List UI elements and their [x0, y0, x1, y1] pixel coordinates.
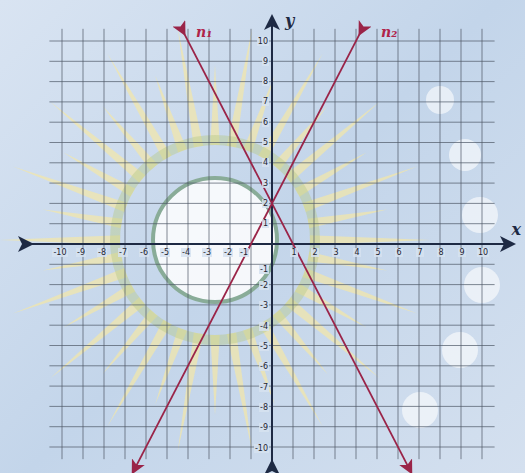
sun-ray: [258, 320, 322, 426]
sun-ray: [227, 28, 253, 147]
sun-ray: [308, 210, 388, 229]
sun-ray: [13, 268, 127, 314]
tick-label: 2: [262, 199, 269, 208]
tick-label: -3: [202, 248, 212, 257]
tick-label: -4: [181, 248, 191, 257]
tick-label: 2: [311, 248, 318, 257]
tick-label: 3: [262, 179, 269, 188]
tick-label: 6: [395, 248, 402, 257]
sun-ray: [210, 335, 219, 415]
tick-label: -7: [118, 248, 128, 257]
tick-label: 10: [257, 37, 269, 46]
sun-ray: [303, 268, 417, 314]
tick-label: -9: [76, 248, 86, 257]
axes: [30, 18, 512, 463]
tick-label: -3: [259, 301, 269, 310]
tick-label: -8: [97, 248, 107, 257]
sun-ray: [108, 320, 172, 426]
tick-label: 8: [437, 248, 444, 257]
tick-label: 9: [262, 57, 269, 66]
tick-label: -6: [139, 248, 149, 257]
tick-label: 1: [262, 219, 269, 228]
y-axis: [271, 18, 273, 463]
watermark-flowers: [402, 86, 500, 428]
tick-label: -10: [52, 248, 67, 257]
sun-ray: [108, 54, 172, 160]
tick-label: -8: [259, 403, 269, 412]
line-n1: [184, 33, 411, 471]
tick-label: 5: [262, 138, 269, 147]
sun-ray: [43, 210, 123, 229]
line-n2: [133, 33, 360, 471]
axis-name: y: [284, 12, 295, 29]
tick-label: 4: [353, 248, 360, 257]
tick-label: 7: [262, 97, 269, 106]
line-name: n₁: [195, 24, 213, 40]
tick-label: 3: [332, 248, 339, 257]
tick-label: -2: [223, 248, 233, 257]
sun-ray: [178, 333, 204, 452]
tick-label: -4: [259, 322, 269, 331]
tick-label: -10: [254, 444, 269, 453]
tick-label: -7: [259, 383, 269, 392]
sun-ray: [258, 54, 322, 160]
axis-name: x: [510, 221, 522, 238]
tick-label: 7: [416, 248, 423, 257]
tick-label: 1: [290, 248, 297, 257]
tick-label: 9: [458, 248, 465, 257]
tick-label: -6: [259, 362, 269, 371]
sun-ray: [13, 166, 127, 212]
tick-label: -1: [239, 248, 249, 257]
tick-label: 5: [374, 248, 381, 257]
tick-label: -2: [259, 281, 269, 290]
sun-ray: [303, 166, 417, 212]
watermark-ring: [115, 140, 315, 340]
tick-label: 8: [262, 77, 269, 86]
watermark-disc: [153, 178, 277, 302]
tick-label: -5: [160, 248, 170, 257]
line-name: n₂: [380, 24, 398, 40]
tick-label: -5: [259, 342, 269, 351]
tick-label: 4: [262, 158, 269, 167]
graph-lines: [133, 33, 410, 471]
tick-label: -1: [259, 265, 269, 274]
sun-ray: [227, 333, 253, 452]
tick-label: -9: [259, 423, 269, 432]
tick-label: 10: [477, 248, 489, 257]
sun-ray: [210, 65, 219, 145]
tick-label: 6: [262, 118, 269, 127]
